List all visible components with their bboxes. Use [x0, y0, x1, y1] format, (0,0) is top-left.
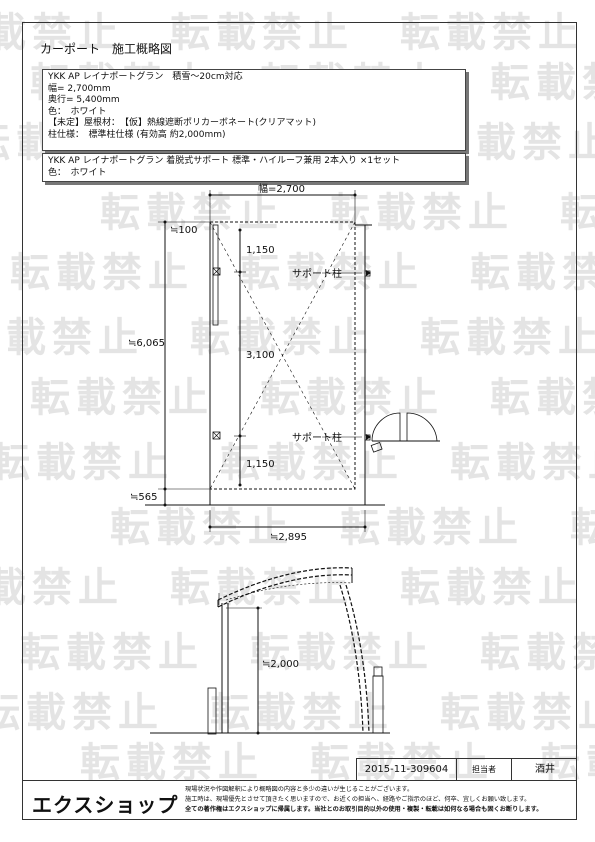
spec-line: 柱仕様： 標準柱仕様 (有効高 約2,000mm)	[48, 129, 226, 140]
spec-line: 【未定】屋根材： 【仮】熱線遮断ポリカーボネート(クリアマット)	[48, 118, 317, 128]
dim-mark	[238, 228, 242, 232]
support-post-elevation	[345, 584, 370, 734]
drawing-frame	[22, 22, 577, 820]
dim-label-offset-565: ≒565	[130, 492, 157, 503]
label-support-post-bottom: サポート柱	[292, 431, 342, 444]
gate-leaf-right	[406, 412, 438, 442]
drawing-title: カーポート 施工概略図	[40, 42, 173, 56]
gate-post	[370, 441, 383, 453]
footer-note: 施工時は、現場優先とさせて頂きたく思いますので、お近くの担当へ、経路やご指示のほ…	[185, 796, 531, 803]
footer-note: 現場状況や作図解釈により概略図の内容と多少の違いが生じることがございます。	[185, 786, 414, 793]
dim-label-height: ≒2,000	[262, 659, 299, 670]
title-block: 2015-11-309604 担当者 酒井 エクスショップ 現場状況や作図解釈に…	[22, 758, 577, 820]
dim-mark	[238, 270, 242, 274]
dim-label-width-top: 幅=2,700	[258, 182, 305, 195]
support-post-elevation	[339, 584, 364, 734]
title-block-row: エクスショップ 現場状況や作図解釈により概略図の内容と多少の違いが生じることがご…	[22, 780, 577, 820]
spec-line: YKK AP レイナポートグラン 着脱式サポート 標準・ハイルーフ兼用 2本入り…	[48, 156, 401, 166]
spec-line: 奥行= 5,400mm	[48, 95, 120, 105]
post-plan-bottom	[212, 431, 221, 440]
spec-box-support: YKK AP レイナポートグラン 着脱式サポート 標準・ハイルーフ兼用 2本入り…	[42, 153, 466, 182]
arrow-head	[366, 270, 371, 276]
gate-post-elevation	[372, 675, 384, 734]
dim-mark	[163, 503, 167, 507]
dim-mark	[256, 606, 260, 610]
dim-mark	[163, 487, 167, 491]
post-mark	[212, 267, 221, 276]
person-name: 酒井	[535, 764, 555, 775]
company-logo: エクスショップ	[32, 793, 179, 817]
roof-curve-elevation	[217, 574, 353, 608]
footer-note: 全ての著作権はエクスショップに帰属します。当社とのお取引目的以外の使用・複製・転…	[185, 806, 543, 813]
spec-line: 幅= 2,700mm	[48, 83, 111, 94]
roof-frame	[225, 582, 353, 601]
dim-mark	[208, 525, 212, 529]
footer-notes: 現場状況や作図解釈により概略図の内容と多少の違いが生じることがございます。 施工…	[185, 785, 575, 815]
title-block-row: 2015-11-309604 担当者 酒井	[356, 758, 577, 780]
dim-label-1150-bottom: 1,150	[246, 459, 275, 470]
post-plan-top	[212, 267, 221, 276]
dim-mark	[208, 193, 212, 197]
gate-leaf-left	[371, 412, 401, 442]
spec-box-carport: YKK AP レイナポートグラン 積雪～20cm対応 幅= 2,700mm 奥行…	[42, 69, 466, 151]
person-label: 担当者	[457, 759, 512, 780]
dim-label-1150-top: 1,150	[246, 245, 275, 256]
dim-mark	[256, 731, 260, 735]
label-support-post-top: サポート柱	[292, 267, 342, 280]
arrow-head	[366, 434, 371, 440]
wall-stub	[207, 687, 217, 735]
spec-line: 色： ホワイト	[48, 106, 107, 117]
dim-label-depth: ≒6,065	[128, 338, 165, 349]
post-mark	[212, 431, 221, 440]
spec-line: YKK AP レイナポートグラン 積雪～20cm対応	[48, 72, 243, 82]
gate-post-cap	[373, 666, 383, 677]
roof-diagonal	[209, 221, 356, 490]
dim-mark	[163, 220, 167, 224]
doc-number: 2015-11-309604	[357, 759, 457, 780]
dim-mark	[238, 434, 242, 438]
roof-curve-elevation	[217, 567, 353, 601]
dim-label-3100: 3,100	[246, 350, 275, 361]
dim-label-offset-100: ≒100	[170, 225, 197, 236]
spec-line: 色： ホワイト	[48, 167, 107, 178]
dim-label-width-bottom: ≒2,895	[270, 532, 307, 543]
dim-mark	[353, 193, 357, 197]
dim-mark	[363, 525, 367, 529]
dim-mark	[238, 483, 242, 487]
